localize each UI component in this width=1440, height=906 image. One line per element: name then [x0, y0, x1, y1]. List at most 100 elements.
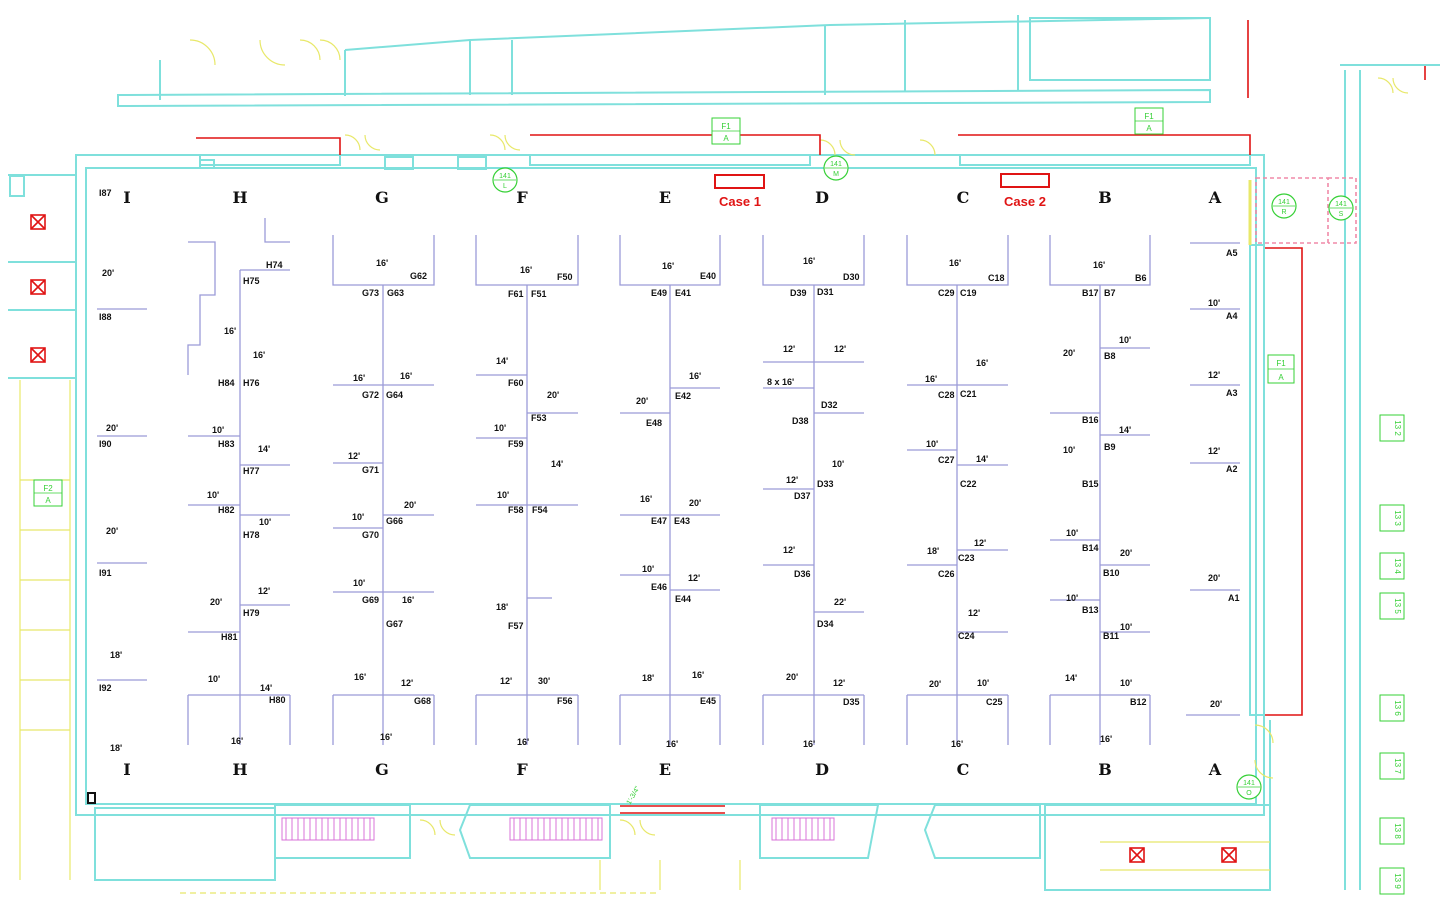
booth-label[interactable]: B11	[1103, 631, 1119, 641]
booth-label[interactable]: A3	[1226, 388, 1238, 398]
booth-label[interactable]: F53	[531, 413, 547, 423]
booth-label[interactable]: H74	[266, 260, 283, 270]
booth-label[interactable]: D32	[821, 400, 838, 410]
booth-label[interactable]: F54	[532, 505, 548, 515]
booth-label[interactable]: G71	[362, 465, 379, 475]
booth-label[interactable]: F58	[508, 505, 524, 515]
booth-label[interactable]: B16	[1082, 415, 1099, 425]
booth-label[interactable]: B15	[1082, 479, 1099, 489]
booth-label[interactable]: B8	[1104, 351, 1116, 361]
booth-label[interactable]: F59	[508, 439, 524, 449]
booth-label[interactable]: A2	[1226, 464, 1238, 474]
booth-label[interactable]: E47	[651, 516, 667, 526]
dimension-label: 10'	[1066, 593, 1078, 603]
booth-label[interactable]: E46	[651, 582, 667, 592]
booth-label[interactable]: A5	[1226, 248, 1238, 258]
booth-label[interactable]: D37	[794, 491, 811, 501]
dimension-label: 10'	[832, 459, 844, 469]
booth-label[interactable]: G63	[387, 288, 404, 298]
booth-label[interactable]: C21	[960, 389, 977, 399]
booth-label[interactable]: F61	[508, 289, 524, 299]
booth-label[interactable]: B12	[1130, 697, 1147, 707]
booth-label[interactable]: H77	[243, 466, 260, 476]
booth-label[interactable]: B9	[1104, 442, 1116, 452]
door-tag-letter: O	[1246, 790, 1252, 797]
booth-label[interactable]: D35	[843, 697, 860, 707]
dimension-label: 16'	[253, 350, 265, 360]
dimension-label: 12'	[258, 586, 270, 596]
booth-label[interactable]: G68	[414, 696, 431, 706]
booth-label[interactable]: B6	[1135, 273, 1147, 283]
dimension-label: 14'	[260, 683, 272, 693]
dimension-label: 20'	[786, 672, 798, 682]
booth-label[interactable]: C18	[988, 273, 1005, 283]
booth-label[interactable]: G62	[410, 271, 427, 281]
booth-label[interactable]: B17	[1082, 288, 1099, 298]
booth-label[interactable]: I91	[99, 568, 112, 578]
booth-label[interactable]: G73	[362, 288, 379, 298]
booth-label[interactable]: H83	[218, 439, 235, 449]
booth-label[interactable]: H75	[243, 276, 260, 286]
booth-label[interactable]: D34	[817, 619, 834, 629]
booth-label[interactable]: C25	[986, 697, 1003, 707]
booth-label[interactable]: F51	[531, 289, 547, 299]
booth-label[interactable]: D33	[817, 479, 834, 489]
booth-label[interactable]: E41	[675, 288, 691, 298]
booth-label[interactable]: D30	[843, 272, 860, 282]
booth-label[interactable]: F56	[557, 696, 573, 706]
booth-label[interactable]: A4	[1226, 311, 1238, 321]
booth-label[interactable]: E44	[675, 594, 691, 604]
booth-label[interactable]: B14	[1082, 543, 1099, 553]
booth-label[interactable]: B10	[1103, 568, 1120, 578]
booth-label[interactable]: F50	[557, 272, 573, 282]
booth-label[interactable]: E49	[651, 288, 667, 298]
booth-label[interactable]: D31	[817, 287, 834, 297]
booth-label[interactable]: G70	[362, 530, 379, 540]
booth-label[interactable]: D38	[792, 416, 809, 426]
booth-label[interactable]: H78	[243, 530, 260, 540]
booth-label[interactable]: H80	[269, 695, 286, 705]
booth-label[interactable]: D39	[790, 288, 807, 298]
booth-label[interactable]: I88	[99, 312, 112, 322]
booth-label[interactable]: I90	[99, 439, 112, 449]
dimension-label: 10'	[212, 425, 224, 435]
booth-label[interactable]: C23	[958, 553, 975, 563]
dimension-label: 16'	[692, 670, 704, 680]
booth-label[interactable]: C26	[938, 569, 955, 579]
booth-label[interactable]: G67	[386, 619, 403, 629]
booth-label[interactable]: B13	[1082, 605, 1099, 615]
booth-label[interactable]: E48	[646, 418, 662, 428]
booth-label[interactable]: D36	[794, 569, 811, 579]
booth-label[interactable]: C27	[938, 455, 955, 465]
booth-label[interactable]: H84	[218, 378, 235, 388]
case-marker[interactable]: Case 1	[714, 174, 765, 209]
booth-label[interactable]: I87	[99, 188, 112, 198]
booth-label[interactable]: C28	[938, 390, 955, 400]
dimension-label: 10'	[1120, 622, 1132, 632]
booth-label[interactable]: G69	[362, 595, 379, 605]
booth-label[interactable]: H81	[221, 632, 238, 642]
booth-label[interactable]: C19	[960, 288, 977, 298]
booth-label[interactable]: B7	[1104, 288, 1116, 298]
booth-label[interactable]: E43	[674, 516, 690, 526]
booth-label[interactable]: C22	[960, 479, 977, 489]
dimension-label: 16'	[353, 373, 365, 383]
booth-label[interactable]: H79	[243, 608, 260, 618]
booth-label[interactable]: G72	[362, 390, 379, 400]
booth-label[interactable]: A1	[1228, 593, 1240, 603]
booth-label[interactable]: I92	[99, 683, 112, 693]
booth-label[interactable]: C24	[958, 631, 975, 641]
booth-label[interactable]: E42	[675, 391, 691, 401]
column-label: B	[1098, 188, 1112, 207]
booth-label[interactable]: H82	[218, 505, 235, 515]
booth-label[interactable]: F60	[508, 378, 524, 388]
booth-label[interactable]: G64	[386, 390, 403, 400]
case-marker[interactable]: Case 2	[1000, 173, 1050, 209]
booth-label[interactable]: F57	[508, 621, 524, 631]
booth-label[interactable]: C29	[938, 288, 955, 298]
door-tag: 141 O	[1236, 774, 1262, 800]
booth-label[interactable]: H76	[243, 378, 260, 388]
booth-label[interactable]: G66	[386, 516, 403, 526]
booth-label[interactable]: E40	[700, 271, 716, 281]
booth-label[interactable]: E45	[700, 696, 716, 706]
